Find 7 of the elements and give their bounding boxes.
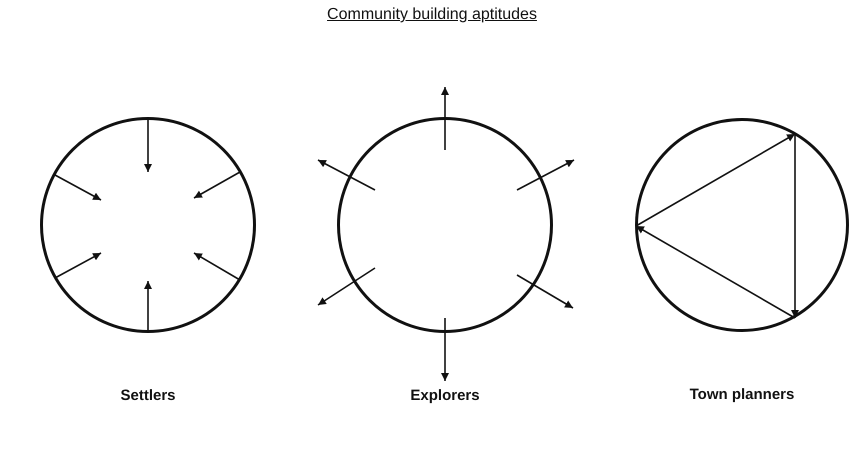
group-label: Explorers xyxy=(410,387,480,404)
group-label: Town planners xyxy=(690,386,794,403)
circle-shape xyxy=(635,118,849,332)
group-label: Settlers xyxy=(120,387,176,404)
circle-shape xyxy=(40,117,256,333)
diagram-title: Community building aptitudes xyxy=(327,6,537,23)
circle-shape xyxy=(337,117,553,333)
